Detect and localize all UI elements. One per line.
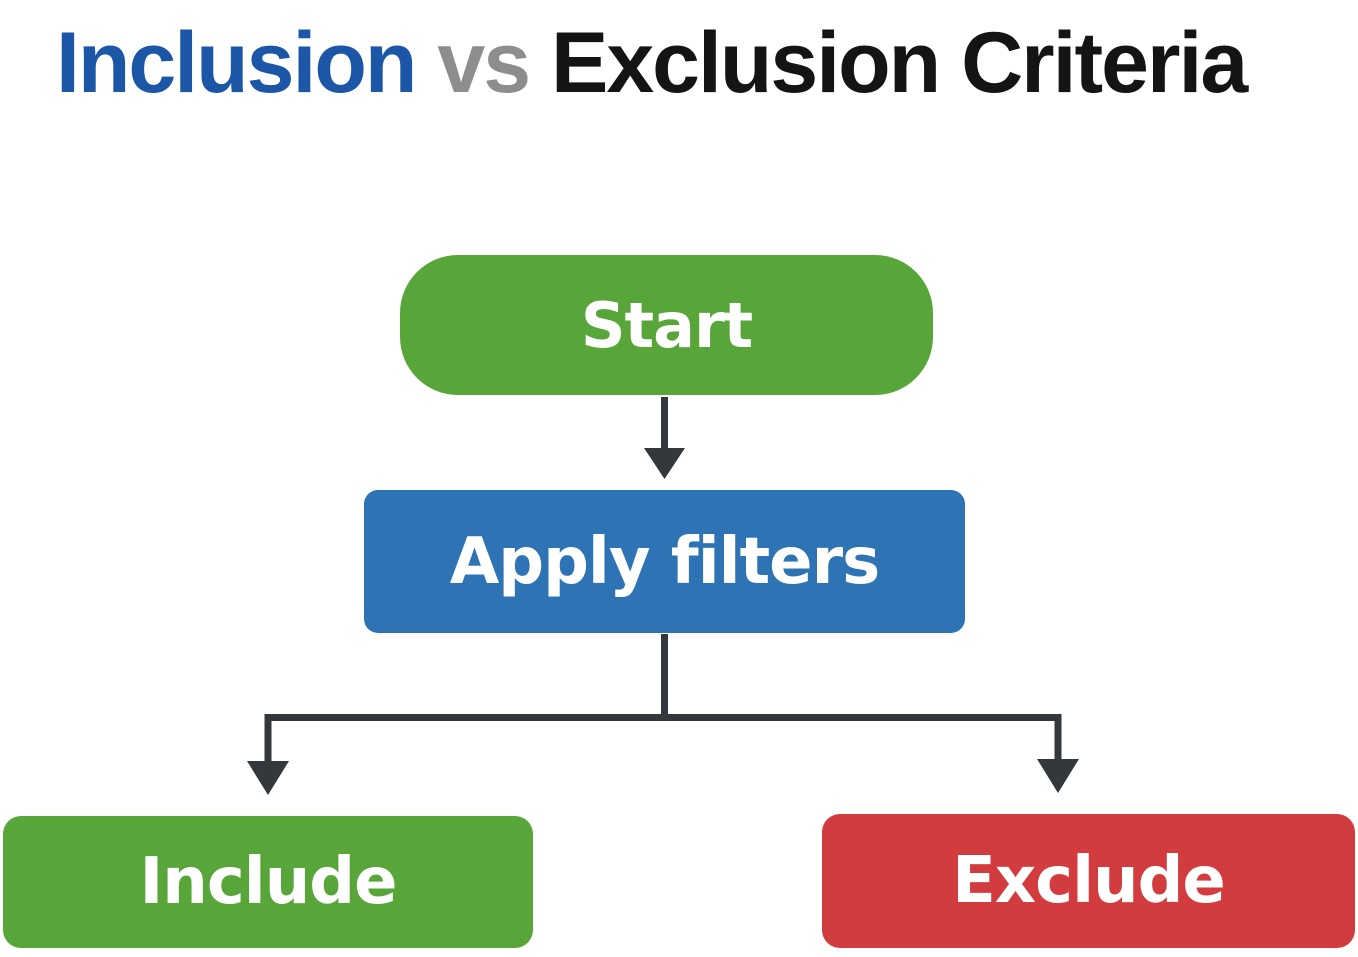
title-words-exclusion-criteria: Exclusion Criteria xyxy=(550,15,1248,111)
node-start: Start xyxy=(400,255,933,395)
title-word-vs: vs xyxy=(437,15,531,111)
arrowhead-to-include-icon xyxy=(247,761,289,795)
arrowhead-start-to-apply-icon xyxy=(644,448,685,479)
title-word-inclusion: Inclusion xyxy=(56,15,417,111)
page-title: Inclusion vs Exclusion Criteria xyxy=(56,15,1248,111)
node-apply-filters: Apply filters xyxy=(364,490,965,633)
node-exclude: Exclude xyxy=(822,814,1355,948)
node-include: Include xyxy=(3,816,533,948)
arrowhead-to-exclude-icon xyxy=(1037,759,1079,793)
